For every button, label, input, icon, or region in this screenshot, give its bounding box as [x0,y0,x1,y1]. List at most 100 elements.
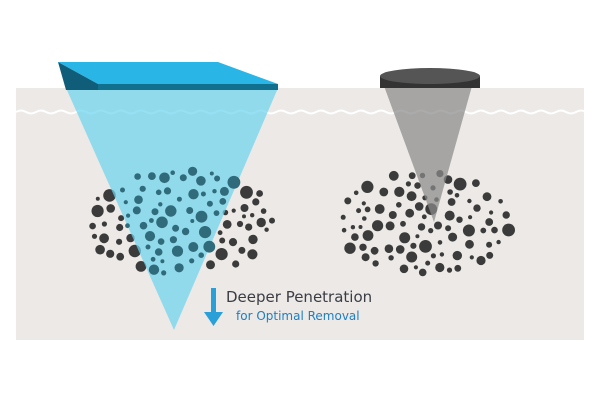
pigment-particle [454,193,460,198]
pigment-particle [362,230,374,241]
pigment-particle-in-beam [155,189,162,196]
pigment-particle [399,264,409,274]
pigment-particle-in-beam [126,213,131,218]
pigment-particle [95,244,105,255]
pigment-particle [101,221,107,227]
pigment-particle [414,182,421,189]
pigment-particle [252,198,260,206]
pigment-particle [421,214,427,220]
pigment-particle [356,208,362,214]
pigment-particle [447,198,456,206]
gray-handpiece-top [380,68,480,84]
pigment-particle [95,196,100,201]
pigment-particle-in-beam [151,208,159,216]
pigment-particle [228,238,238,247]
pigment-particle-in-beam [165,205,177,217]
pigment-particle [502,223,515,237]
pigment-particle [240,185,253,199]
pigment-particle [395,245,405,254]
pigment-particle [256,217,266,228]
pigment-particle-in-beam [195,210,208,223]
pigment-particle [245,223,253,231]
pigment-particle [445,225,452,232]
pigment-particle [260,208,267,214]
pigment-particle-in-beam [125,223,130,229]
pigment-particle [417,223,426,231]
pigment-particle [219,237,226,244]
pigment-particle [468,215,473,220]
blue-handpiece-side [58,62,98,90]
pigment-particle [247,249,258,260]
pigment-particle [240,204,249,212]
pigment-particle-in-beam [120,187,125,193]
pigment-particle [491,226,498,234]
pigment-in-blue-beam [120,166,241,276]
caption-optimal-removal: for Optimal Removal [236,309,360,323]
pigment-particle [358,225,363,229]
pigment-particle [384,244,394,253]
pigment-particle [419,240,432,253]
pigment-particle [465,239,474,249]
pigment-particle [448,232,458,242]
arrow-down-icon [204,288,223,326]
pigment-particle-in-beam [209,171,214,176]
pigment-particle [486,251,494,259]
pigment-particle [435,262,445,273]
pigment-particle [414,202,424,211]
pigment-particle [489,210,494,215]
pigment-particle [341,227,347,233]
pigment-particle-in-beam [144,231,156,242]
pigment-particle-in-beam [139,221,148,230]
pigment-particle [405,181,411,187]
pigment-particle [89,222,96,230]
pigment-particle [206,260,215,270]
pigment-particle [446,267,453,273]
pigment-particle [118,215,125,222]
pigment-particle [231,208,236,213]
pigment-particle [340,214,346,220]
pigment-particle-in-beam [156,216,168,229]
pigment-particle [116,252,125,261]
caption-deeper-penetration: Deeper Penetration [226,288,373,306]
pigment-particle-in-beam [158,202,163,207]
pigment-particle [344,242,356,254]
pigment-particle [256,190,263,197]
pigment-particle [135,261,147,272]
pigment-particle-in-beam [169,236,177,244]
pigment-particle [359,243,367,251]
pigment-particle-in-beam [139,185,146,192]
pigment-particle [396,202,402,208]
pigment-particle-in-beam [198,252,204,258]
pigment-particle [415,234,420,239]
pigment-particle [437,240,443,245]
pigment-particle [250,213,255,218]
pigment-particle [454,264,462,272]
pigment-particle-in-beam [149,218,154,223]
pigment-particle [428,228,434,234]
pigment-particle [217,230,223,236]
pigment-particle [453,177,467,191]
pigment-particle-in-beam [145,244,151,250]
pigment-particle-in-beam [150,256,156,262]
pigment-particle [410,242,417,249]
pigment-particle-in-beam [179,174,187,182]
pigment-particle [469,255,474,260]
pigment-particle [430,253,436,259]
pigment-particle-in-beam [134,173,141,180]
pigment-particle [498,199,503,204]
gray-laser-beam [384,86,472,222]
pigment-particle [385,221,395,231]
pigment-particle-in-beam [200,191,206,197]
pigment-particle [502,211,510,219]
pigment-particle [370,246,379,255]
pigment-particle-in-beam [123,200,128,205]
pigment-particle-in-beam [196,176,206,186]
pigment-particle [496,239,501,245]
pigment-particle [462,224,475,237]
pigment-particle [362,216,367,221]
pigment-particle [344,197,352,205]
pigment-particle-in-beam [203,240,216,253]
pigment-particle [351,233,359,241]
pigment-particle [452,250,462,261]
pigment-particle-in-beam [163,187,172,195]
